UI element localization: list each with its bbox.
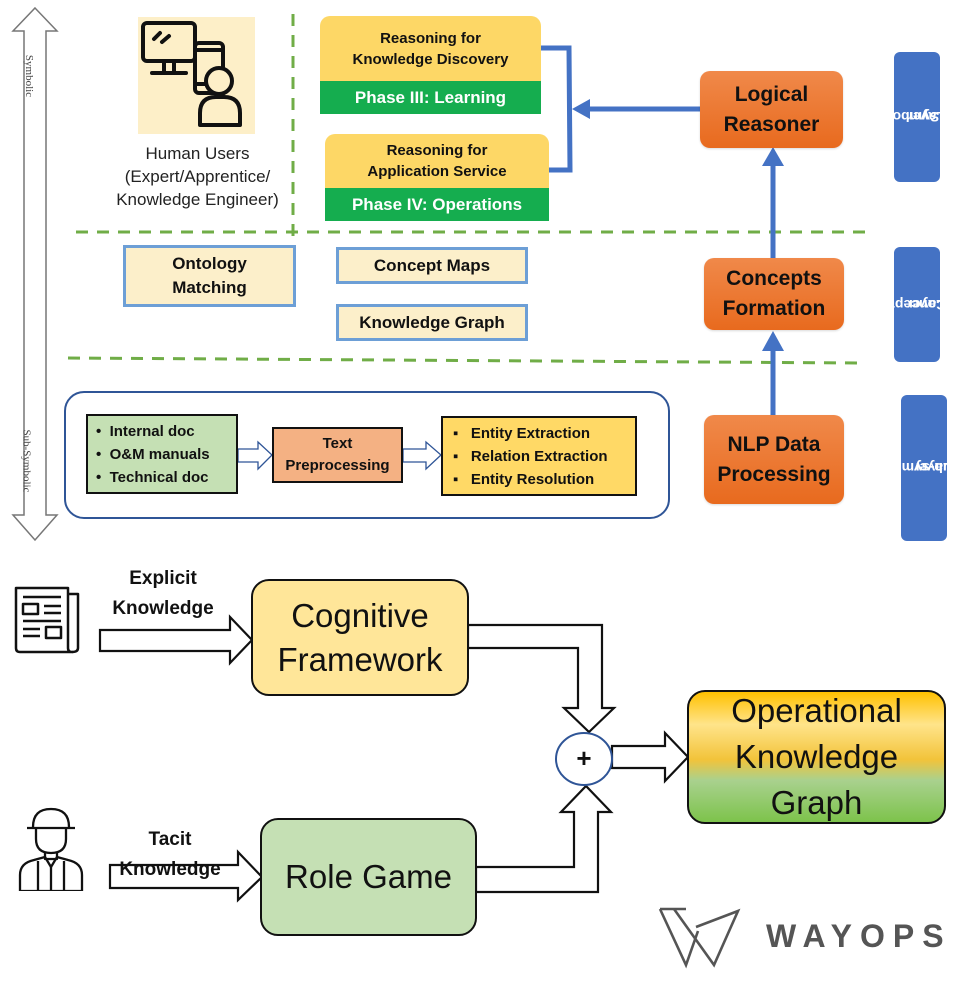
knowledge-graph-box[interactable]: Knowledge Graph xyxy=(336,304,528,341)
operational-knowledge-graph-box[interactable]: Operational Knowledge Graph xyxy=(687,690,946,824)
explicit-knowledge-label: Explicit Knowledge xyxy=(98,564,228,624)
layer-line2: Layer xyxy=(914,460,952,476)
result-line1: Operational xyxy=(731,692,902,729)
text-preprocessing-box[interactable]: Text Preprocessing xyxy=(272,427,403,483)
preprocessing-line2: Preprocessing xyxy=(285,457,390,474)
phase-title-line2: Application Service xyxy=(367,163,507,180)
cognitive-line2: Framework xyxy=(277,640,443,678)
ontology-matching-box[interactable]: Ontology Matching xyxy=(123,245,296,307)
arrowhead-left xyxy=(572,99,590,119)
entity-step: ▪ Relation Extraction xyxy=(453,448,608,465)
entity-step: ▪ Entity Resolution xyxy=(453,471,595,488)
tacit-line2: Knowledge xyxy=(119,859,221,880)
nlp-data-processing-box[interactable]: NLP Data Processing xyxy=(704,415,844,504)
phase-iii-label: Phase III: Learning xyxy=(320,81,541,114)
source-text: Internal doc xyxy=(109,423,195,440)
entity-processing-box[interactable]: ▪ Entity Extraction ▪ Relation Extractio… xyxy=(441,416,637,496)
source-text: O&M manuals xyxy=(109,446,210,463)
logical-reasoner-line1: Logical xyxy=(734,82,809,106)
phase-title-line1: Reasoning for xyxy=(386,142,488,159)
human-users-title: Human Users xyxy=(145,144,250,163)
arrowhead-up-1 xyxy=(762,147,784,166)
role-game-to-combine-arrow xyxy=(474,784,614,894)
concept-maps-box[interactable]: Concept Maps xyxy=(336,247,528,284)
combine-plus-symbol: + xyxy=(576,742,592,773)
tacit-to-role-game-arrow xyxy=(108,849,264,903)
tacit-knowledge-label: Tacit Knowledge xyxy=(100,825,240,885)
cognitive-to-combine-arrow xyxy=(466,623,617,734)
nlp-line2: Processing xyxy=(717,462,831,486)
ontology-line2: Matching xyxy=(172,278,247,297)
explicit-line1: Explicit xyxy=(129,568,197,589)
result-line3: Graph xyxy=(770,784,863,821)
tacit-line1: Tacit xyxy=(148,829,192,850)
application-service-reasoning: Reasoning for Application Service xyxy=(325,134,549,188)
role-game-box[interactable]: Role Game xyxy=(260,818,477,936)
entity-step-text: Entity Resolution xyxy=(470,471,595,488)
logical-reasoner-line2: Reasoner xyxy=(723,112,820,136)
subsymbolic-pipeline-container xyxy=(64,391,670,519)
layer-line2: Layer xyxy=(907,296,945,313)
entity-step: ▪ Entity Extraction xyxy=(453,425,591,442)
result-line2: Knowledge xyxy=(734,738,899,775)
symbolic-axis-arrow xyxy=(11,6,59,542)
phase-operations-card[interactable]: Reasoning for Application Service Phase … xyxy=(325,134,549,221)
cognitive-line1: Cognitive xyxy=(291,596,429,634)
explicit-line2: Knowledge xyxy=(112,598,214,619)
subsymbolic-axis-label: Sub-Symbolic xyxy=(20,429,33,493)
reasoner-to-phases-arrow xyxy=(540,45,700,173)
document-sources-list: • Internal doc • O&M manuals • Technical… xyxy=(96,420,236,489)
knowledge-discovery-reasoning: Reasoning for Knowledge Discovery xyxy=(320,16,541,81)
nlp-line1: NLP Data xyxy=(727,432,821,456)
concepts-formation-line1: Concepts xyxy=(726,267,822,290)
phase-iv-label: Phase IV: Operations xyxy=(325,188,549,221)
computer-user-icon xyxy=(141,21,242,127)
layer-line2: Layer xyxy=(907,109,945,125)
entity-steps-list: ▪ Entity Extraction ▪ Relation Extractio… xyxy=(453,422,635,491)
phase-title-line1: Reasoning for xyxy=(380,29,481,47)
arrowhead-up-2 xyxy=(762,331,784,351)
entity-step-text: Entity Extraction xyxy=(470,425,591,442)
phase-title-line2: Knowledge Discovery xyxy=(352,50,509,68)
worker-icon xyxy=(18,807,84,891)
concepts-formation-line2: Formation xyxy=(722,297,826,320)
phase-learning-card[interactable]: Reasoning for Knowledge Discovery Phase … xyxy=(320,16,541,114)
source-text: Technical doc xyxy=(109,469,209,486)
preprocessing-line1: Text xyxy=(322,435,353,452)
document-sources-box[interactable]: • Internal doc • O&M manuals • Technical… xyxy=(86,414,238,494)
source-item: • Internal doc xyxy=(96,423,195,440)
symbolic-axis-label: Symbolic xyxy=(23,54,36,98)
combine-circle xyxy=(555,732,613,786)
cognitive-framework-box[interactable]: Cognitive Framework xyxy=(251,579,469,696)
source-item: • Technical doc xyxy=(96,469,209,486)
human-users-icon-box xyxy=(138,17,255,134)
logical-reasoner-box[interactable]: Logical Reasoner xyxy=(700,71,843,148)
brand-name: WAYOPS xyxy=(766,918,952,954)
human-users-label: Human Users (Expert/Apprentice/ Knowledg… xyxy=(105,142,290,211)
wayops-logo-icon xyxy=(658,907,741,969)
sources-to-preprocessing-arrow xyxy=(237,440,273,471)
explicit-to-cognitive-arrow xyxy=(98,614,254,666)
source-item: • O&M manuals xyxy=(96,446,210,463)
entity-step-text: Relation Extraction xyxy=(470,448,608,465)
combine-to-result-arrow xyxy=(610,730,690,784)
newspaper-icon xyxy=(14,586,80,654)
layer-divider-bottom xyxy=(67,356,863,365)
ontology-line1: Ontology xyxy=(172,254,247,273)
preprocessing-to-entities-arrow xyxy=(402,440,442,471)
concepts-formation-box[interactable]: Concepts Formation xyxy=(704,258,844,330)
human-users-roles-cont: Knowledge Engineer) xyxy=(116,190,279,209)
human-users-roles: (Expert/Apprentice/ xyxy=(124,167,271,186)
